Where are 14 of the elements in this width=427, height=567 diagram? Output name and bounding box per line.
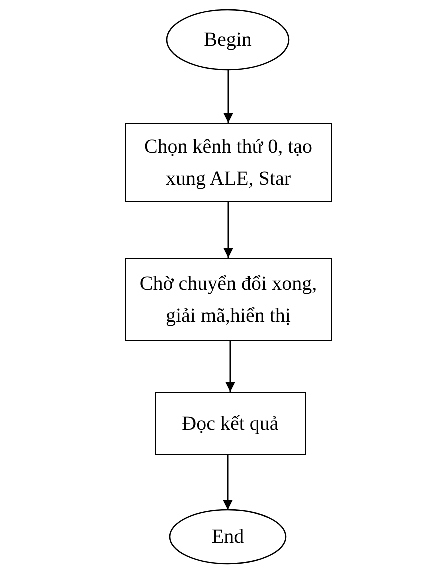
node-label: End [212,525,244,550]
node-label: Begin [204,28,252,53]
end-ellipse [169,509,287,565]
node-label: Chọn kênh thứ 0, tạo xung ALE, Star [143,134,314,192]
arrow [223,455,233,510]
node-label: Chờ chuyển đổi xong, giải mã,hiển thị [138,272,318,328]
arrow [224,202,234,258]
node-label: Đọc kết quả [182,412,279,436]
start-ellipse [166,9,290,71]
process-box [125,123,332,202]
process-box [125,258,332,341]
arrow [224,70,234,123]
process-box [155,392,306,455]
arrow [226,341,236,392]
